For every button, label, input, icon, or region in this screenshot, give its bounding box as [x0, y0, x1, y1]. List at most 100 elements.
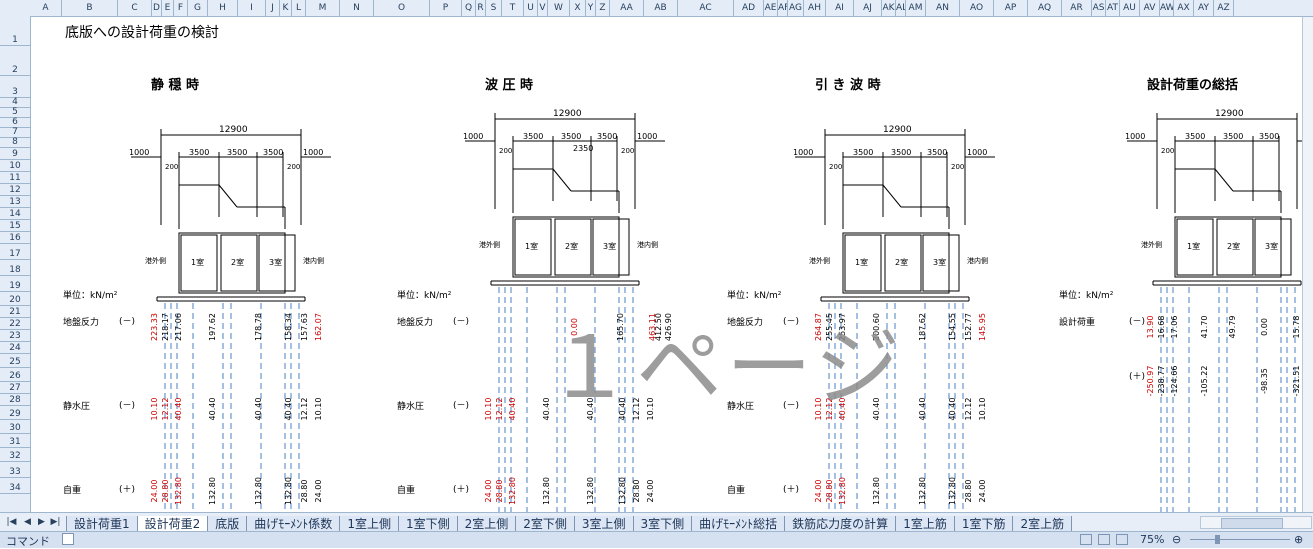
column-header-AM[interactable]: AM: [906, 0, 926, 16]
column-header-B[interactable]: B: [62, 0, 118, 16]
column-header-AH[interactable]: AH: [804, 0, 826, 16]
row-header-25[interactable]: 25: [0, 354, 30, 368]
column-header-AG[interactable]: AG: [788, 0, 804, 16]
column-header-F[interactable]: F: [174, 0, 188, 16]
row-header-17[interactable]: 17: [0, 244, 30, 260]
column-header-A[interactable]: A: [30, 0, 62, 16]
row-header-18[interactable]: 18: [0, 260, 30, 276]
page-layout-icon[interactable]: [1098, 534, 1110, 545]
row-header-5[interactable]: 5: [0, 107, 30, 118]
zoom-out-icon[interactable]: ⊖: [1172, 533, 1182, 546]
row-header-28[interactable]: 28: [0, 394, 30, 406]
column-header-I[interactable]: I: [238, 0, 266, 16]
row-header-22[interactable]: 22: [0, 318, 30, 330]
row-header-29[interactable]: 29: [0, 406, 30, 420]
zoom-in-icon[interactable]: ⊕: [1294, 533, 1304, 546]
row-header-33[interactable]: 33: [0, 462, 30, 478]
macro-record-icon[interactable]: [62, 533, 74, 545]
column-header-S[interactable]: S: [486, 0, 502, 16]
column-header-AU[interactable]: AU: [1120, 0, 1140, 16]
row-header-1[interactable]: 1: [0, 16, 30, 46]
row-header-15[interactable]: 15: [0, 220, 30, 232]
row-header-31[interactable]: 31: [0, 434, 30, 448]
vertical-scrollbar[interactable]: [1302, 17, 1313, 512]
column-header-M[interactable]: M: [306, 0, 340, 16]
column-header-AC[interactable]: AC: [678, 0, 734, 16]
column-header-X[interactable]: X: [570, 0, 586, 16]
column-header-T[interactable]: T: [502, 0, 524, 16]
column-header-N[interactable]: N: [340, 0, 374, 16]
column-header-G[interactable]: G: [188, 0, 208, 16]
horizontal-scrollbar[interactable]: [1200, 516, 1312, 529]
column-header-C[interactable]: C: [118, 0, 152, 16]
column-header-R[interactable]: R: [476, 0, 486, 16]
row-header-20[interactable]: 20: [0, 292, 30, 306]
row-header-16[interactable]: 16: [0, 232, 30, 244]
column-header-V[interactable]: V: [538, 0, 548, 16]
row-header-14[interactable]: 14: [0, 208, 30, 220]
column-header-AI[interactable]: AI: [826, 0, 854, 16]
first-sheet-icon[interactable]: |◀: [6, 517, 17, 527]
column-header-AT[interactable]: AT: [1106, 0, 1120, 16]
column-header-O[interactable]: O: [374, 0, 430, 16]
column-header-AP[interactable]: AP: [994, 0, 1028, 16]
column-header-bar[interactable]: ABCDEFGHIJKLMNOPQRSTUVWXYZAAABACADAEAFAG…: [0, 0, 1313, 17]
column-header-AV[interactable]: AV: [1140, 0, 1160, 16]
column-header-Q[interactable]: Q: [462, 0, 476, 16]
column-header-D[interactable]: D: [152, 0, 162, 16]
column-header-AQ[interactable]: AQ: [1028, 0, 1062, 16]
column-header-H[interactable]: H: [208, 0, 238, 16]
row-header-2[interactable]: 2: [0, 46, 30, 76]
row-header-11[interactable]: 11: [0, 172, 30, 184]
column-header-AB[interactable]: AB: [644, 0, 678, 16]
page-break-icon[interactable]: [1116, 534, 1128, 545]
scroll-thumb[interactable]: [1221, 518, 1283, 529]
column-header-L[interactable]: L: [292, 0, 306, 16]
row-header-8[interactable]: 8: [0, 137, 30, 148]
row-header-23[interactable]: 23: [0, 330, 30, 342]
column-header-K[interactable]: K: [280, 0, 292, 16]
column-header-AO[interactable]: AO: [960, 0, 994, 16]
column-header-AA[interactable]: AA: [610, 0, 644, 16]
sheet-tab-6[interactable]: 1室下側: [397, 516, 458, 534]
row-header-4[interactable]: 4: [0, 97, 30, 108]
row-header-6[interactable]: 6: [0, 117, 30, 128]
last-sheet-icon[interactable]: ▶|: [50, 517, 61, 527]
column-header-AS[interactable]: AS: [1092, 0, 1106, 16]
row-header-27[interactable]: 27: [0, 382, 30, 394]
prev-sheet-icon[interactable]: ◀: [24, 517, 31, 527]
row-header-26[interactable]: 26: [0, 368, 30, 382]
zoom-slider-thumb[interactable]: [1215, 535, 1220, 544]
row-header-32[interactable]: 32: [0, 448, 30, 462]
row-header-9[interactable]: 9: [0, 148, 30, 160]
column-header-AD[interactable]: AD: [734, 0, 764, 16]
column-header-AF[interactable]: AF: [778, 0, 788, 16]
row-header-13[interactable]: 13: [0, 196, 30, 208]
column-header-AW[interactable]: AW: [1160, 0, 1174, 16]
sheet-tab-14[interactable]: 1室下筋: [953, 516, 1014, 534]
column-header-AE[interactable]: AE: [764, 0, 778, 16]
column-header-AY[interactable]: AY: [1194, 0, 1214, 16]
column-header-AK[interactable]: AK: [882, 0, 896, 16]
row-header-12[interactable]: 12: [0, 184, 30, 196]
column-header-Y[interactable]: Y: [586, 0, 596, 16]
column-header-U[interactable]: U: [524, 0, 538, 16]
column-header-AJ[interactable]: AJ: [854, 0, 882, 16]
normal-view-icon[interactable]: [1080, 534, 1092, 545]
row-header-19[interactable]: 19: [0, 276, 30, 292]
column-header-Z[interactable]: Z: [596, 0, 610, 16]
column-header-AR[interactable]: AR: [1062, 0, 1092, 16]
column-header-AN[interactable]: AN: [926, 0, 960, 16]
column-header-W[interactable]: W: [548, 0, 570, 16]
row-header-10[interactable]: 10: [0, 160, 30, 172]
column-header-P[interactable]: P: [430, 0, 462, 16]
row-header-3[interactable]: 3: [0, 76, 30, 98]
column-header-E[interactable]: E: [162, 0, 174, 16]
row-header-7[interactable]: 7: [0, 127, 30, 138]
column-header-AX[interactable]: AX: [1174, 0, 1194, 16]
row-header-30[interactable]: 30: [0, 420, 30, 434]
zoom-slider[interactable]: [1190, 539, 1290, 540]
column-header-J[interactable]: J: [266, 0, 280, 16]
